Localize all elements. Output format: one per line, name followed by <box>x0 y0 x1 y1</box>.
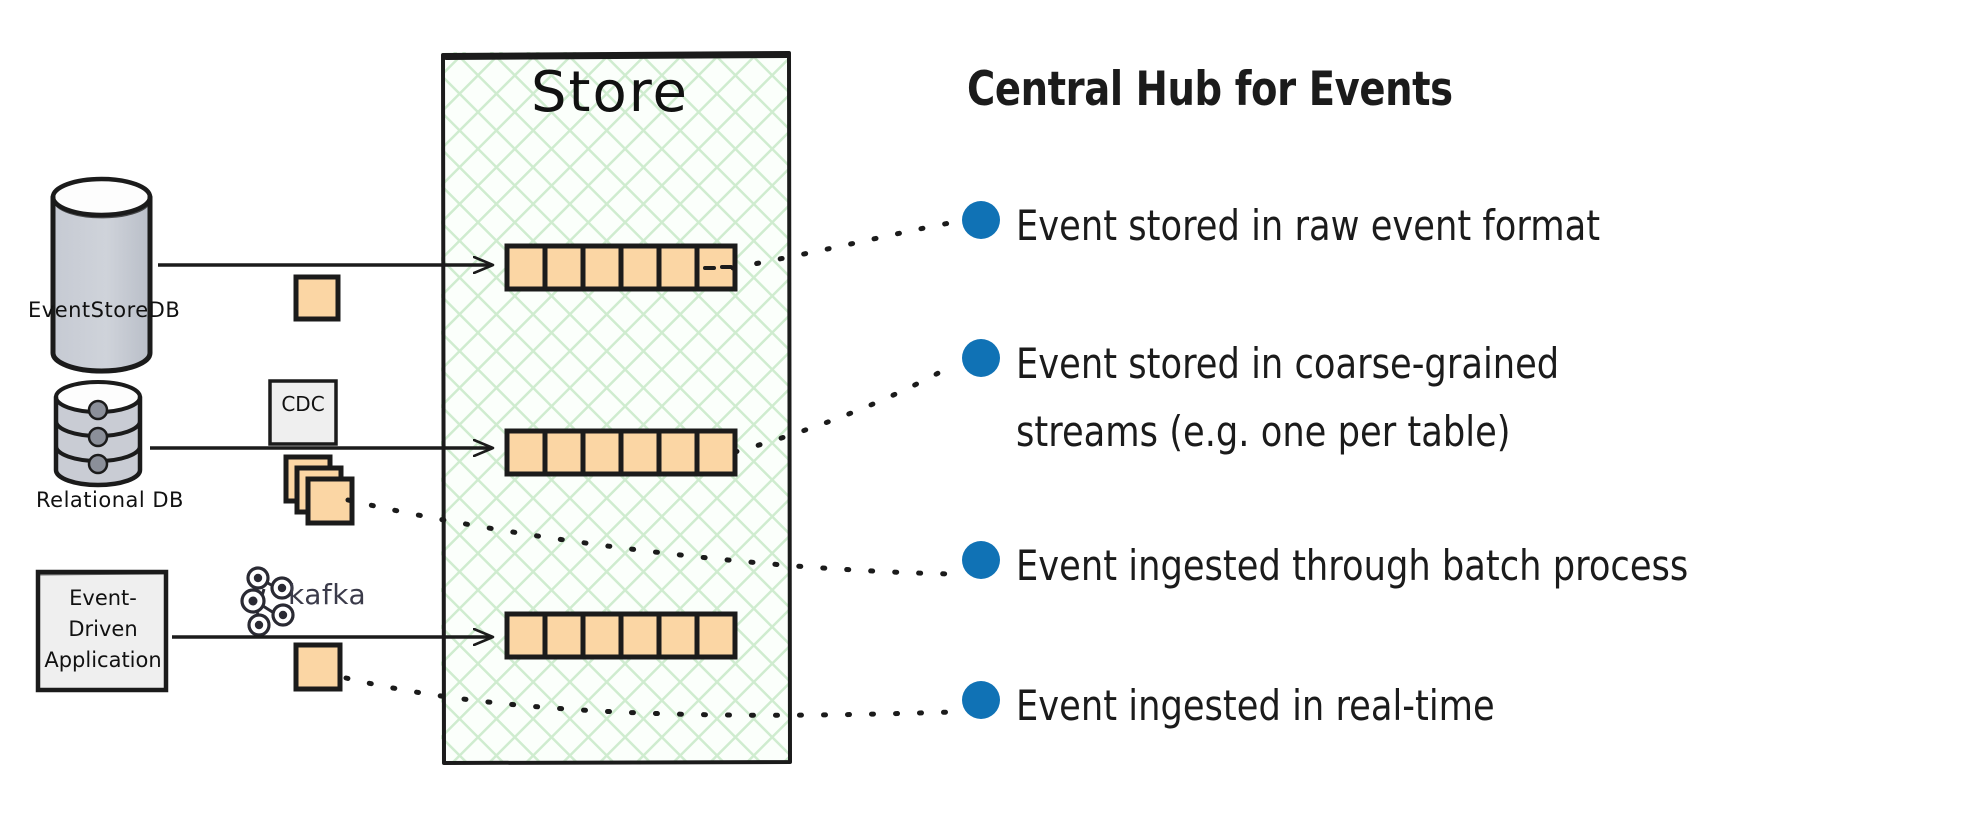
stream-coarse-grained-stream <box>504 428 738 477</box>
connector-to-batch-process <box>345 497 955 577</box>
bullet-label: Event stored in coarse-grained streams (… <box>1016 339 1560 456</box>
connector-to-coarse-grained <box>732 361 958 455</box>
kafka-icon <box>240 566 295 637</box>
cdc-box <box>268 379 338 446</box>
bullet-label: Event ingested in real-time <box>1016 681 1495 730</box>
bullet-item-batch-process: Event ingested through batch process <box>962 532 1816 600</box>
bullet-item-real-time: Event ingested in real-time <box>962 672 1586 740</box>
stream-realtime-stream <box>504 611 738 660</box>
event-driven-application-label: Event- Driven Application <box>44 586 162 672</box>
payload-block-eventstoredb <box>293 274 341 322</box>
payload-block-stack-relationaldb <box>283 454 355 526</box>
page-title: Central Hub for Events <box>967 62 1453 117</box>
flow-arrows <box>150 265 492 637</box>
bullet-label: Event ingested through batch process <box>1016 541 1689 590</box>
relational-db-label: Relational DB <box>36 488 184 512</box>
kafka-label: kafka <box>288 578 367 611</box>
eventstoredb-label: EventStoreDB <box>28 298 181 322</box>
bullet-dot-icon <box>962 339 1000 377</box>
stream-ellipsis <box>703 265 733 270</box>
payload-block-application <box>293 642 343 692</box>
stream-raw-event-stream <box>504 243 738 292</box>
callout-panel: Central Hub for Events Event stored in r… <box>962 62 1962 730</box>
bullet-dot-icon <box>962 201 1000 239</box>
bullet-label: Event stored in raw event format <box>1016 201 1601 250</box>
cylinder-database-icon <box>50 176 153 374</box>
bullet-item-raw-format: Event stored in raw event format <box>962 192 1711 260</box>
callout-connectors <box>343 219 958 718</box>
application-box-icon <box>35 569 169 693</box>
bullet-dot-icon <box>962 681 1000 719</box>
bullet-dot-icon <box>962 541 1000 579</box>
cdc-label: CDC <box>281 392 325 416</box>
bullet-item-coarse-grained: Event stored in coarse-grained streams (… <box>962 330 1663 466</box>
store-title: Store <box>530 60 689 125</box>
stacked-disk-database-icon <box>53 380 143 488</box>
